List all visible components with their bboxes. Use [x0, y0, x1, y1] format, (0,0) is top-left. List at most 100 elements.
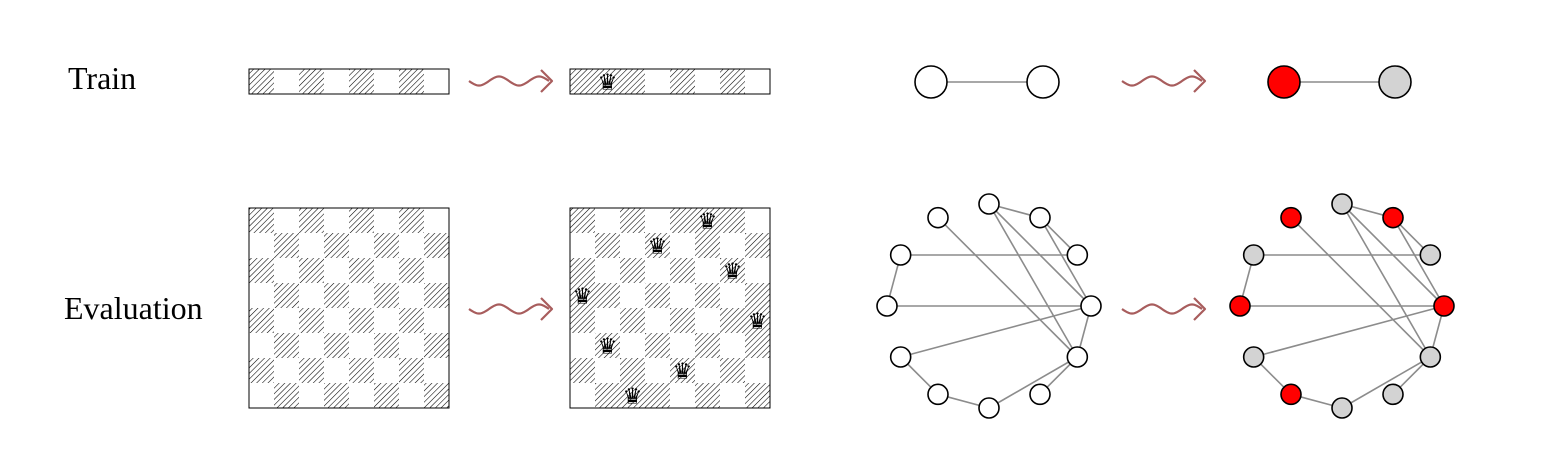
chess-queen-icon: ♛	[573, 285, 593, 310]
graph-node	[1378, 65, 1412, 99]
graph-node	[1029, 206, 1051, 229]
board-square-light	[595, 308, 620, 333]
board-square-dark	[374, 333, 399, 358]
board-square-light	[324, 308, 349, 333]
board-square-dark	[595, 283, 620, 308]
board-square-dark	[424, 333, 449, 358]
board-square-dark	[720, 308, 745, 333]
graph-node	[1026, 65, 1060, 99]
board-square-occupied	[670, 358, 695, 383]
board-square-dark	[324, 233, 349, 258]
board-square-light	[645, 258, 670, 283]
graph-node	[1382, 206, 1404, 229]
board-square-light	[745, 258, 770, 283]
board-square-light	[299, 383, 324, 408]
board-square-light	[695, 69, 720, 94]
board-square-light	[324, 358, 349, 383]
board-square-light	[349, 383, 374, 408]
graph-node	[1382, 383, 1404, 406]
board-square-dark	[349, 258, 374, 283]
board-square-dark	[570, 69, 595, 94]
board-square-dark	[570, 208, 595, 233]
chess-queen-icon: ♛	[723, 260, 743, 285]
graph-edge	[1341, 203, 1432, 358]
board-border	[569, 68, 771, 95]
graph-edge	[988, 356, 1078, 409]
board-square-dark	[695, 283, 720, 308]
board-square-light	[645, 69, 670, 94]
board-square-light	[249, 383, 274, 408]
board-square-light	[620, 333, 645, 358]
graph-node	[1029, 383, 1051, 406]
board-square-dark	[349, 308, 374, 333]
board-square-occupied	[645, 233, 670, 258]
board-square-light	[745, 358, 770, 383]
graph-edge	[1392, 217, 1445, 307]
board-square-dark	[695, 233, 720, 258]
graph-node	[1080, 295, 1102, 317]
board-square-light	[249, 333, 274, 358]
board-square-dark	[745, 383, 770, 408]
board-square-dark	[695, 383, 720, 408]
board-square-light	[695, 308, 720, 333]
board-square-light	[695, 358, 720, 383]
evaluation-graph-input	[876, 193, 1102, 419]
board-square-dark	[274, 283, 299, 308]
board-square-dark	[249, 258, 274, 283]
train-board-output: ♛	[569, 68, 771, 96]
board-square-light	[324, 69, 349, 94]
board-square-dark	[324, 383, 349, 408]
board-square-light	[645, 358, 670, 383]
wavy-arrow-icon	[1121, 69, 1207, 93]
board-square-light	[670, 283, 695, 308]
graph-edge	[1341, 356, 1431, 409]
board-square-light	[399, 283, 424, 308]
board-square-light	[424, 358, 449, 383]
graph-edge	[1039, 217, 1092, 307]
board-border	[248, 68, 450, 95]
board-square-light	[374, 258, 399, 283]
graph-edge	[988, 203, 1079, 358]
row-label-train: Train	[68, 60, 137, 96]
board-square-dark	[745, 233, 770, 258]
graph-node	[978, 193, 1000, 215]
board-square-dark	[424, 283, 449, 308]
row-label-evaluation: Evaluation	[64, 290, 203, 326]
board-square-dark	[374, 383, 399, 408]
graph-node	[1242, 244, 1265, 266]
train-board-input	[248, 68, 450, 95]
board-square-dark	[570, 258, 595, 283]
board-square-occupied	[595, 333, 620, 358]
wavy-arrow-icon	[468, 297, 554, 321]
board-square-light	[374, 69, 399, 94]
board-square-dark	[249, 308, 274, 333]
graph-edge	[900, 305, 1092, 358]
board-square-light	[399, 383, 424, 408]
board-square-dark	[695, 333, 720, 358]
board-square-occupied	[620, 383, 645, 408]
board-square-light	[645, 208, 670, 233]
board-square-dark	[349, 208, 374, 233]
board-square-light	[374, 308, 399, 333]
board-square-dark	[745, 283, 770, 308]
board-square-dark	[349, 358, 374, 383]
board-square-dark	[324, 333, 349, 358]
chess-queen-icon: ♛	[698, 210, 718, 235]
train-graph-output	[1267, 65, 1412, 99]
board-square-dark	[374, 283, 399, 308]
board-square-dark	[620, 208, 645, 233]
graph-node	[1229, 295, 1251, 317]
board-square-dark	[620, 308, 645, 333]
board-square-light	[720, 333, 745, 358]
board-border	[248, 207, 450, 409]
graph-node	[889, 346, 912, 368]
board-square-dark	[595, 233, 620, 258]
board-square-light	[399, 233, 424, 258]
board-square-dark	[399, 358, 424, 383]
board-square-dark	[620, 69, 645, 94]
graph-node	[1267, 65, 1301, 99]
board-square-light	[249, 233, 274, 258]
graph-node	[1066, 346, 1089, 368]
board-square-occupied	[695, 208, 720, 233]
board-square-dark	[299, 258, 324, 283]
